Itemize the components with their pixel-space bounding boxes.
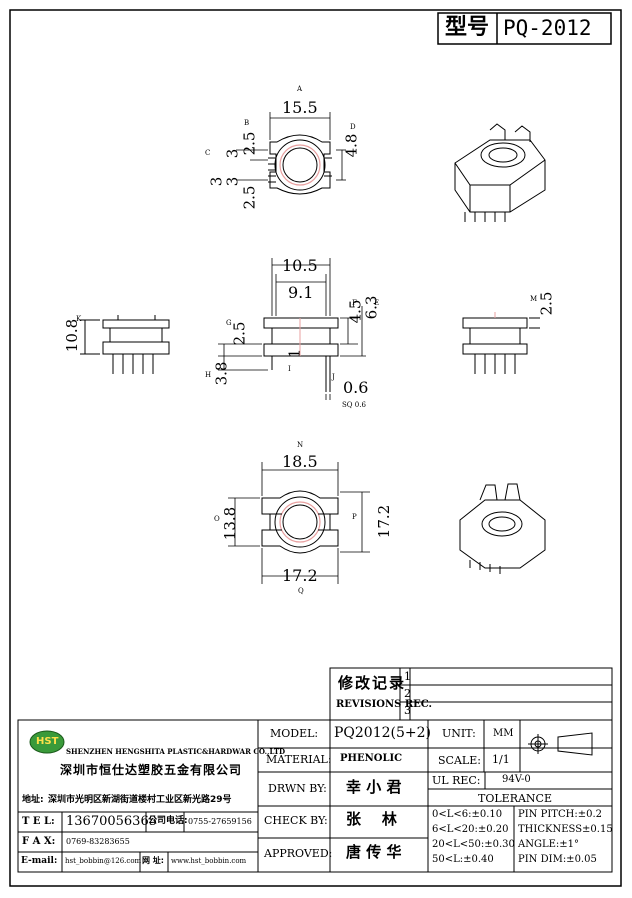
dim-top-left-c: 3 [207, 176, 226, 187]
unit-value: MM [493, 728, 514, 739]
drawn-value: 幸 小 君 [346, 778, 402, 796]
model-value: PQ2012(5+2) [334, 725, 431, 741]
revisions-title-cn: 修改记录 [338, 674, 407, 692]
company-phone: 0755-27659156 [188, 817, 252, 826]
company-tel-label: T E L: [22, 816, 55, 827]
frame-border [9, 9, 622, 887]
ul-value: 94V-0 [502, 774, 531, 785]
revisions-title-en: REVISIONS REC. [336, 699, 433, 710]
dim-bot-bottom: 17.2 [282, 566, 318, 585]
dim-top-left-b: 3 [223, 176, 242, 187]
company-name-en: SHENZHEN HENGSHITA PLASTIC&HARDWAR CO.,L… [66, 747, 286, 756]
tolerance-2: 6<L<20:±0.20 [432, 824, 509, 835]
dim-top-right: 4.8 [342, 133, 361, 158]
model-label: MODEL: [270, 727, 319, 740]
callout-p: P [352, 513, 357, 521]
dim-mid-left-b: 3.8 [212, 361, 231, 386]
thickness: THICKNESS±0.15 [518, 824, 613, 835]
callout-b: B [244, 119, 250, 127]
dim-mid-one: 1 [285, 348, 304, 359]
callout-m: M [530, 295, 538, 303]
check-label: CHECK BY: [264, 814, 328, 827]
tolerance-label: TOLERANCE [478, 792, 552, 805]
callout-n: N [297, 441, 304, 449]
company-fax-label: F A X: [22, 836, 56, 847]
callout-h: H [205, 371, 212, 379]
dim-top-left-d: 2.5 [240, 131, 259, 156]
side-view-left [80, 315, 170, 374]
company-email-label: E-mail: [21, 856, 58, 866]
callout-o: O [214, 515, 220, 523]
material-value: PHENOLIC [340, 753, 403, 764]
unit-label: UNIT: [442, 727, 476, 740]
company-name-cn: 深圳市恒仕达塑胶五金有限公司 [60, 763, 243, 777]
dim-mid-top-outer: 10.5 [282, 256, 318, 275]
ul-label: UL REC: [432, 774, 481, 787]
header-box [437, 12, 612, 45]
company-logo [29, 730, 65, 754]
side-view-center-dimension-lines [218, 258, 366, 400]
dim-right-side: 2.5 [537, 291, 556, 316]
pin-pitch: PIN PITCH:±0.2 [518, 809, 602, 820]
check-value: 张 林 [346, 810, 397, 828]
angle: ANGLE:±1° [518, 839, 580, 850]
callout-d: D [350, 123, 356, 131]
callout-j: J [332, 373, 335, 381]
dim-mid-left-a: 2.5 [230, 321, 249, 346]
dim-mid-pin: 0.6 [343, 378, 369, 397]
bottom-view-bobbin [261, 490, 339, 554]
revision-2: 2 [404, 687, 411, 700]
header-model: PQ-2012 [503, 16, 592, 40]
approved-value: 唐 传 华 [346, 843, 402, 861]
callout-q: Q [298, 587, 304, 595]
projection-symbol-icon [528, 732, 593, 756]
company-phone-label: 公司电话: [148, 816, 188, 826]
callout-f: F [352, 299, 357, 307]
material-label: MATERIAL: [266, 753, 332, 766]
company-email: hst_bobbin@126.com [65, 857, 142, 865]
bottom-view-dimension-lines [228, 462, 370, 584]
revision-3: 3 [404, 704, 411, 717]
callout-e: E [374, 299, 380, 307]
dim-mid-pin-note: SQ 0.6 [342, 401, 366, 409]
tolerance-4: 50<L:±0.40 [432, 854, 494, 865]
top-view-dimension-lines [236, 112, 346, 181]
dim-top-left-a: 3 [223, 148, 242, 159]
scale-value: 1/1 [492, 753, 510, 766]
dim-mid-top-inner: 9.1 [288, 283, 314, 302]
bottom-isometric-bobbin [459, 483, 546, 574]
pin-dim: PIN DIM:±0.05 [518, 854, 597, 865]
company-fax: 0769-83283655 [66, 837, 130, 846]
drawn-label: DRWN BY: [268, 782, 327, 795]
callout-a: A [297, 85, 303, 93]
company-tel: 13670056365 [66, 814, 157, 829]
top-isometric-bobbin [454, 123, 546, 222]
title-block-lines [17, 667, 613, 873]
dim-bot-left: 13.8 [221, 506, 240, 541]
company-web-label: 网 址: [142, 856, 164, 865]
dim-top-width: 15.5 [282, 98, 318, 117]
company-address-label: 地址: [22, 795, 44, 805]
callout-c: C [205, 149, 211, 157]
approved-label: APPROVED: [264, 847, 333, 860]
dim-bot-top: 18.5 [282, 452, 318, 471]
dim-left-height: 10.8 [63, 318, 82, 353]
callout-k: K [76, 315, 82, 323]
tolerance-3: 20<L<50:±0.30 [432, 839, 515, 850]
side-view-right [462, 312, 540, 374]
company-web: www.hst_bobbin.com [171, 857, 247, 865]
dim-bot-right: 17.2 [375, 504, 394, 539]
header-label-cn: 型号 [445, 15, 490, 40]
callout-i: I [288, 365, 291, 373]
scale-label: SCALE: [438, 754, 481, 767]
callout-g: G [226, 319, 232, 327]
tolerance-1: 0<L<6:±0.10 [432, 809, 503, 820]
top-view-bobbin [268, 134, 332, 195]
company-logo-text: HST [36, 736, 59, 747]
company-address: 深圳市光明区新湖街道楼村工业区新光路29号 [48, 795, 232, 805]
dim-top-left-e: 2.5 [240, 185, 259, 210]
revision-1: 1 [404, 670, 411, 683]
side-view-center [263, 317, 339, 392]
